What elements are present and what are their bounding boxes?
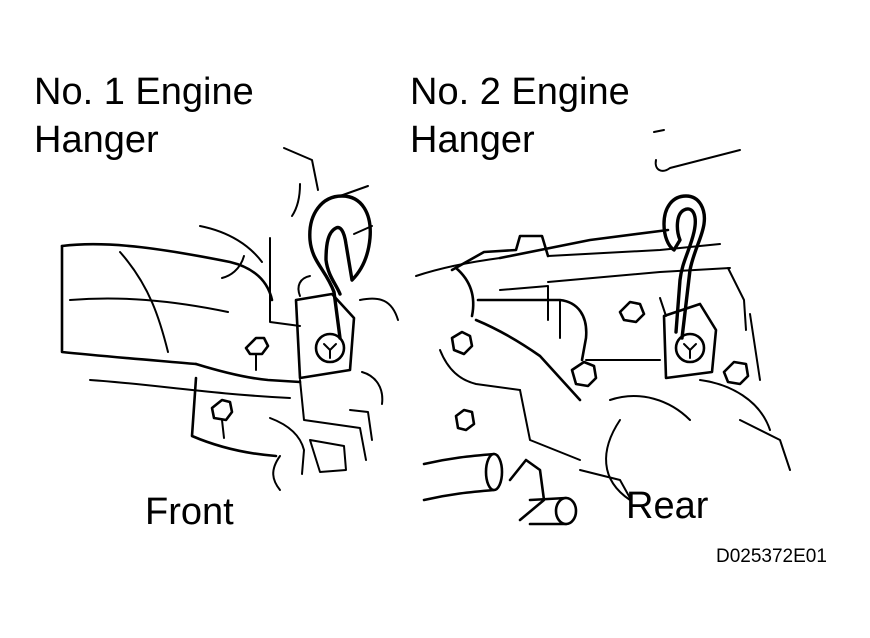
figure-code: D025372E01 bbox=[716, 546, 827, 567]
rear-label: Rear bbox=[626, 485, 709, 527]
no1-title-line1: No. 1 Engine bbox=[34, 71, 254, 113]
rear-engine-illustration bbox=[415, 129, 791, 526]
no2-title-line1: No. 2 Engine bbox=[410, 71, 630, 113]
no1-title-line2: Hanger bbox=[34, 119, 159, 161]
no2-title-line2: Hanger bbox=[410, 119, 535, 161]
no2-hanger-title: No. 2 Engine Hanger bbox=[410, 68, 630, 164]
no1-hanger-title: No. 1 Engine Hanger bbox=[34, 68, 254, 164]
front-engine-illustration bbox=[60, 147, 399, 491]
front-label: Front bbox=[145, 491, 234, 533]
